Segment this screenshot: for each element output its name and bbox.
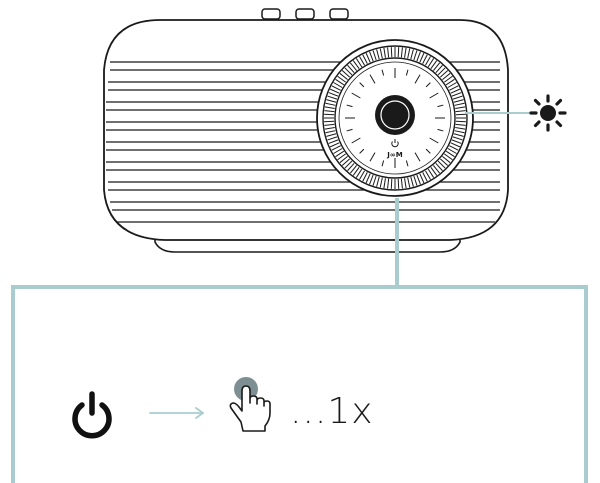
press-count-label: ...1x [290,391,374,432]
top-buttons [261,8,349,20]
top-button-3 [329,8,349,20]
speaker-illustration: J∞M [103,8,567,253]
top-button-2 [295,8,315,20]
dial-knurling [324,47,466,189]
callout-frame [11,198,588,483]
speaker-base [154,232,461,253]
hand-press-icon [229,385,271,432]
power-icon [72,391,112,439]
device-light-on-icon [529,94,567,132]
arrow-to-press [149,407,205,419]
control-dial: J∞M [316,39,474,197]
dial-power-symbol-icon [391,139,399,148]
dial-tick-marks [345,68,445,168]
top-button-1 [261,8,281,20]
dial-brand-logo: J∞M [386,151,402,159]
callout-box [11,285,588,483]
